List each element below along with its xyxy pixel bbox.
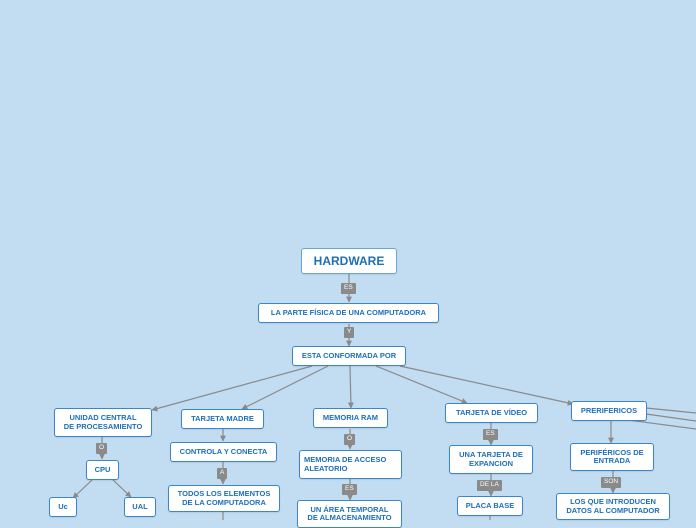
- node-ual[interactable]: UAL: [124, 497, 156, 517]
- link-label-es-video: ES: [483, 429, 498, 440]
- node-tarjeta-madre[interactable]: TARJETA MADRE: [181, 409, 264, 429]
- edge-perifericos-offscreen-3: [627, 419, 696, 430]
- edge-perifericos-offscreen-1: [645, 407, 696, 414]
- edge-cpu-ual: [112, 479, 132, 498]
- node-introducen[interactable]: LOS QUE INTRODUCEN DATOS AL COMPUTADOR: [556, 493, 670, 520]
- node-una-tarjeta[interactable]: UNA TARJETA DE EXPANCION: [449, 445, 533, 474]
- edge-conformada-perifericos: [399, 365, 574, 406]
- link-label-de-la: DE LA: [477, 480, 502, 491]
- edges: [72, 274, 696, 520]
- link-label-es-ram: ES: [342, 484, 357, 495]
- link-label-a: A: [217, 468, 228, 479]
- edge-conformada-tarjeta-madre: [241, 365, 329, 410]
- node-ucp[interactable]: UNIDAD CENTRAL DE PROCESAMIENTO: [54, 408, 152, 437]
- link-label-son: SON: [601, 477, 622, 488]
- node-uc[interactable]: Uc: [49, 497, 77, 517]
- node-placa-base[interactable]: PLACA BASE: [457, 496, 523, 516]
- edge-conformada-ucp: [151, 365, 313, 412]
- node-controla[interactable]: CONTROLA Y CONECTA: [170, 442, 277, 462]
- node-parte-fisica[interactable]: LA PARTE FÍSICA DE UNA COMPUTADORA: [258, 303, 439, 323]
- link-label-es: ES: [341, 283, 356, 294]
- node-perifericos[interactable]: PRERIFERICOS: [571, 401, 647, 421]
- link-label-o-cpu: O: [96, 443, 108, 454]
- node-conformada[interactable]: ESTA CONFORMADA POR: [292, 346, 406, 366]
- node-hardware[interactable]: HARDWARE: [301, 248, 397, 274]
- node-todos[interactable]: TODOS LOS ELEMENTOS DE LA COMPUTADORA: [168, 485, 280, 512]
- node-cpu[interactable]: CPU: [86, 460, 119, 480]
- edge-conformada-video: [375, 365, 468, 404]
- link-label-y: Y: [344, 327, 355, 338]
- edge-cpu-uc: [72, 479, 93, 499]
- node-area-temporal[interactable]: UN ÁREA TEMPORAL DE ALMACENAMIENTO: [297, 500, 402, 528]
- node-memoria-acceso[interactable]: MEMORIA DE ACCESO ALEATORIO: [299, 450, 402, 479]
- edge-conformada-ram: [347, 365, 354, 409]
- node-memoria-ram[interactable]: MEMORIA RAM: [313, 408, 388, 428]
- node-perifericos-entrada[interactable]: PERIFÉRICOS DE ENTRADA: [570, 443, 654, 471]
- edge-perifericos-offscreen-2: [645, 413, 696, 422]
- node-tarjeta-video[interactable]: TARJETA DE VÍDEO: [445, 403, 538, 423]
- link-label-o-ram: O: [344, 434, 356, 445]
